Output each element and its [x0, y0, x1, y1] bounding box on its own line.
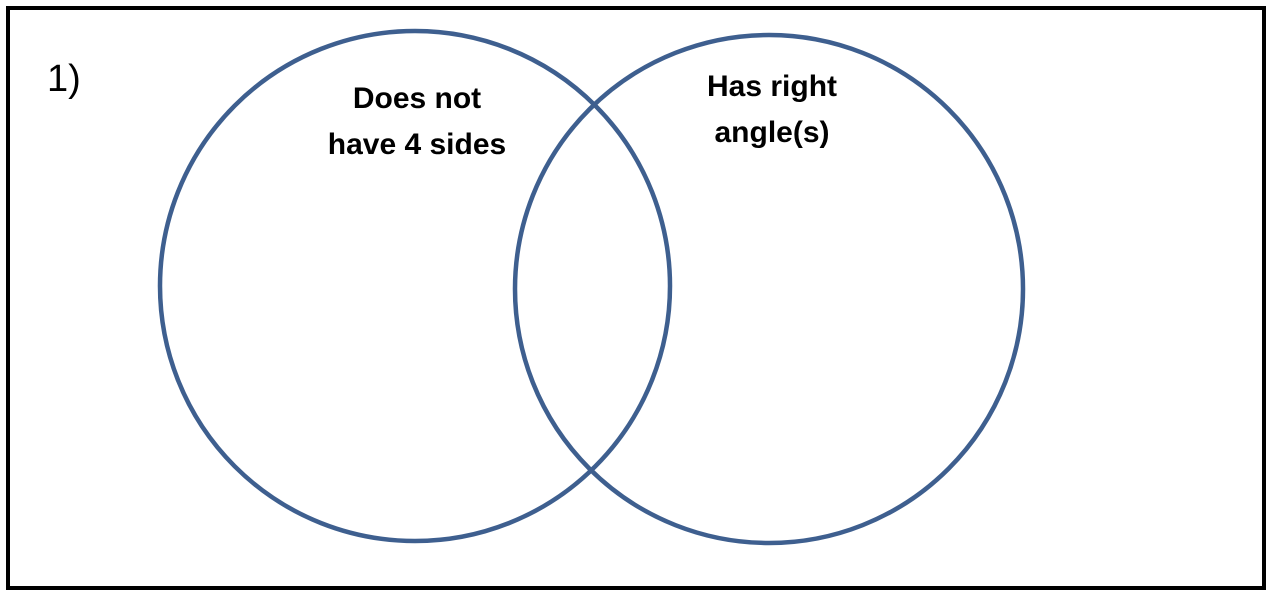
set-label-left-line-1: Does not — [352, 82, 482, 115]
set-label-right: Has right angle(s) — [667, 64, 877, 156]
venn-circle-right — [512, 32, 1026, 546]
problem-number: 1) — [47, 58, 81, 100]
venn-circle-left — [157, 28, 673, 544]
set-label-left: Does not have 4 sides — [312, 76, 522, 168]
set-label-right-line-1: Has right — [706, 70, 838, 103]
diagram-frame — [6, 6, 1266, 590]
set-label-right-line-2: angle(s) — [714, 116, 830, 149]
set-label-left-line-2: have 4 sides — [327, 128, 507, 161]
